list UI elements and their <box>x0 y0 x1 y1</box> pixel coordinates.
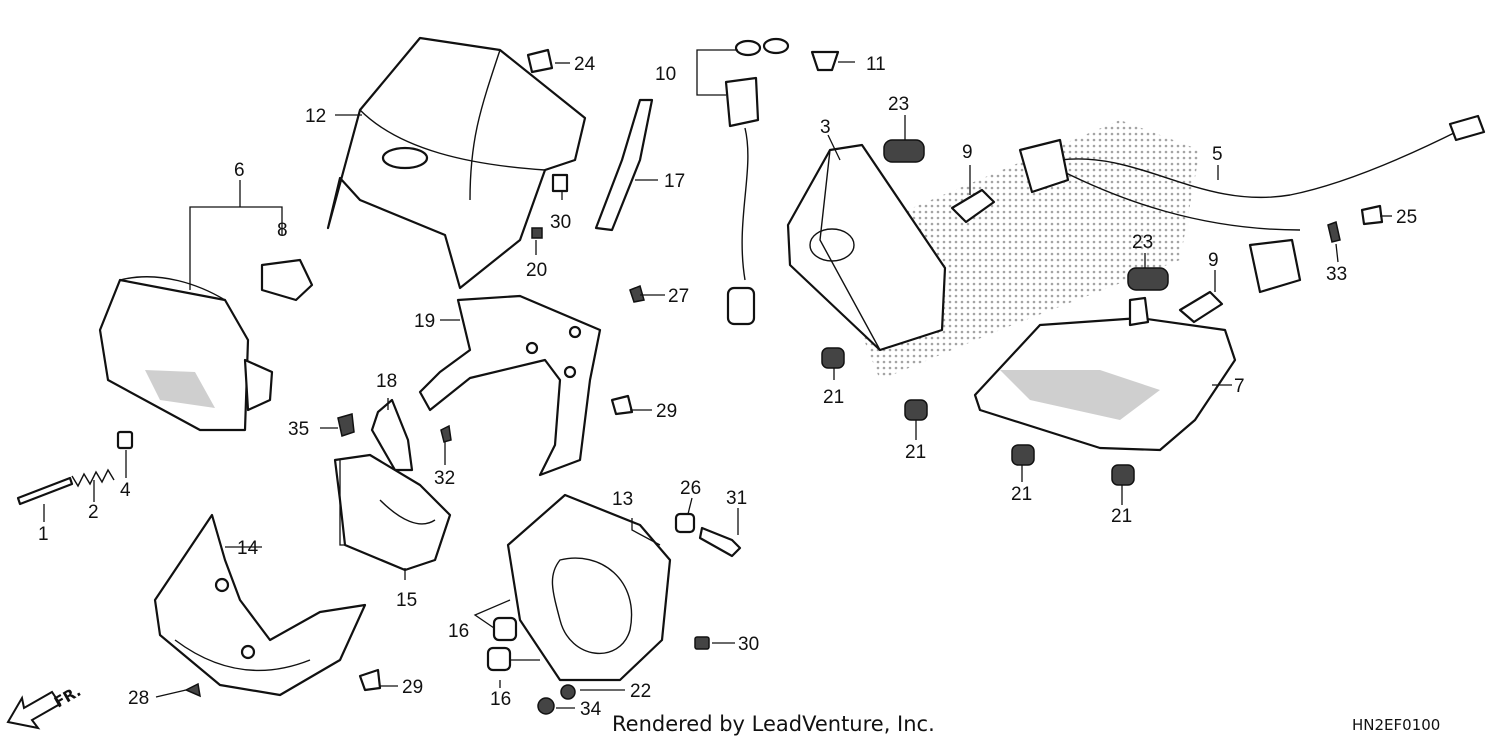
callout-9a: 9 <box>962 142 973 163</box>
callout-7: 7 <box>1234 376 1245 397</box>
callout-11: 11 <box>866 54 886 75</box>
part-19-inner-bracket[interactable] <box>418 294 602 477</box>
part-27-bolt[interactable] <box>629 284 645 303</box>
part-29-clip-lower[interactable] <box>358 668 382 692</box>
part-34-nut[interactable] <box>537 697 555 715</box>
part-8-bulb[interactable] <box>260 258 314 302</box>
part-13-lower-housing[interactable] <box>506 493 672 682</box>
part-21-grommet-d[interactable] <box>1111 464 1135 486</box>
callout-28: 28 <box>128 688 149 709</box>
diagram-code: HN2EF0100 <box>1352 716 1441 734</box>
callout-35: 35 <box>288 419 309 440</box>
callout-34: 34 <box>580 699 602 720</box>
part-21-grommet-c[interactable] <box>1011 444 1035 466</box>
callout-1: 1 <box>38 524 49 545</box>
front-direction-marker: FR. <box>6 682 84 730</box>
callout-21a: 21 <box>823 387 844 408</box>
callout-29b: 29 <box>402 677 423 698</box>
callout-31: 31 <box>726 488 747 509</box>
callout-23a: 23 <box>888 94 909 115</box>
callout-4: 4 <box>120 480 131 501</box>
callout-26: 26 <box>680 478 701 499</box>
part-3-headlight-housing[interactable] <box>786 143 947 352</box>
part-10-socket-assembly[interactable] <box>724 37 790 326</box>
callout-24: 24 <box>574 54 596 75</box>
callout-27: 27 <box>668 286 689 307</box>
part-16-collar-lower[interactable] <box>486 646 512 672</box>
callout-23b: 23 <box>1132 232 1153 253</box>
part-4-nut[interactable] <box>116 430 134 450</box>
callout-20: 20 <box>526 260 547 281</box>
callout-15: 15 <box>396 590 417 611</box>
part-16-collar-upper[interactable] <box>492 616 518 642</box>
background-watermark-shading <box>860 120 1200 380</box>
part-35-bolt[interactable] <box>337 413 355 437</box>
part-11-bolt[interactable] <box>810 50 840 72</box>
part-7-headlight-lens[interactable] <box>973 296 1237 452</box>
callout-21b: 21 <box>905 442 926 463</box>
callout-22: 22 <box>630 681 651 702</box>
part-20-nut[interactable] <box>531 227 543 239</box>
callout-6: 6 <box>234 160 245 181</box>
part-1-adjuster-screw[interactable] <box>16 476 74 506</box>
callout-29a: 29 <box>656 401 677 422</box>
part-5-wire-harness[interactable] <box>1018 114 1486 294</box>
callout-3: 3 <box>820 117 831 138</box>
part-18-stay[interactable] <box>370 398 414 472</box>
part-33-screw[interactable] <box>1327 220 1341 243</box>
render-credit: Rendered by LeadVenture, Inc. <box>612 712 935 736</box>
callout-12: 12 <box>305 106 326 127</box>
part-28-screw[interactable] <box>184 682 201 698</box>
part-22-grommet[interactable] <box>560 684 576 700</box>
callout-30a: 30 <box>550 212 571 233</box>
callout-18: 18 <box>376 371 397 392</box>
callout-10: 10 <box>655 64 676 85</box>
callout-9b: 9 <box>1208 250 1219 271</box>
callout-30b: 30 <box>738 634 759 655</box>
part-30-clip-upper[interactable] <box>551 173 569 193</box>
part-31-bolt[interactable] <box>698 526 742 558</box>
leader-lines <box>43 49 1392 709</box>
part-2-spring[interactable] <box>71 468 115 488</box>
part-26-collar[interactable] <box>674 512 696 534</box>
callout-16b: 16 <box>490 689 511 710</box>
part-15-bracket-plate[interactable] <box>333 453 452 572</box>
part-23-grommet-upper[interactable] <box>883 139 925 163</box>
callout-5: 5 <box>1212 144 1223 165</box>
callout-33: 33 <box>1326 264 1347 285</box>
part-6-left-headlight[interactable] <box>98 276 274 432</box>
callout-16a: 16 <box>448 621 469 642</box>
part-9-bulb-upper[interactable] <box>950 188 996 224</box>
callout-21d: 21 <box>1111 506 1132 527</box>
callout-25: 25 <box>1396 207 1417 228</box>
front-direction-arrow-icon <box>6 690 62 730</box>
part-25-bolt[interactable] <box>1360 204 1384 226</box>
callout-19: 19 <box>414 311 435 332</box>
callout-13: 13 <box>612 489 633 510</box>
callout-21c: 21 <box>1011 484 1032 505</box>
part-17-hose[interactable] <box>594 98 654 232</box>
part-24-clip[interactable] <box>526 48 554 74</box>
part-32-bolt[interactable] <box>440 424 452 443</box>
callout-labels: 1 2 3 4 5 6 7 8 9 9 10 11 12 13 14 15 16… <box>38 54 1417 720</box>
part-23-grommet-lower[interactable] <box>1127 267 1169 291</box>
part-21-grommet-b[interactable] <box>904 399 928 421</box>
part-14-lower-visor[interactable] <box>153 513 367 697</box>
callout-8: 8 <box>277 220 288 241</box>
part-21-grommet-a[interactable] <box>821 347 845 369</box>
part-29-clip-upper[interactable] <box>610 394 634 416</box>
callout-17: 17 <box>664 171 685 192</box>
callout-32: 32 <box>434 468 455 489</box>
callout-14: 14 <box>237 538 259 559</box>
callout-2: 2 <box>88 502 99 523</box>
part-12-top-cover[interactable] <box>326 36 587 290</box>
part-30-nut-lower[interactable] <box>694 636 710 650</box>
part-9-bulb-lower[interactable] <box>1178 290 1224 324</box>
